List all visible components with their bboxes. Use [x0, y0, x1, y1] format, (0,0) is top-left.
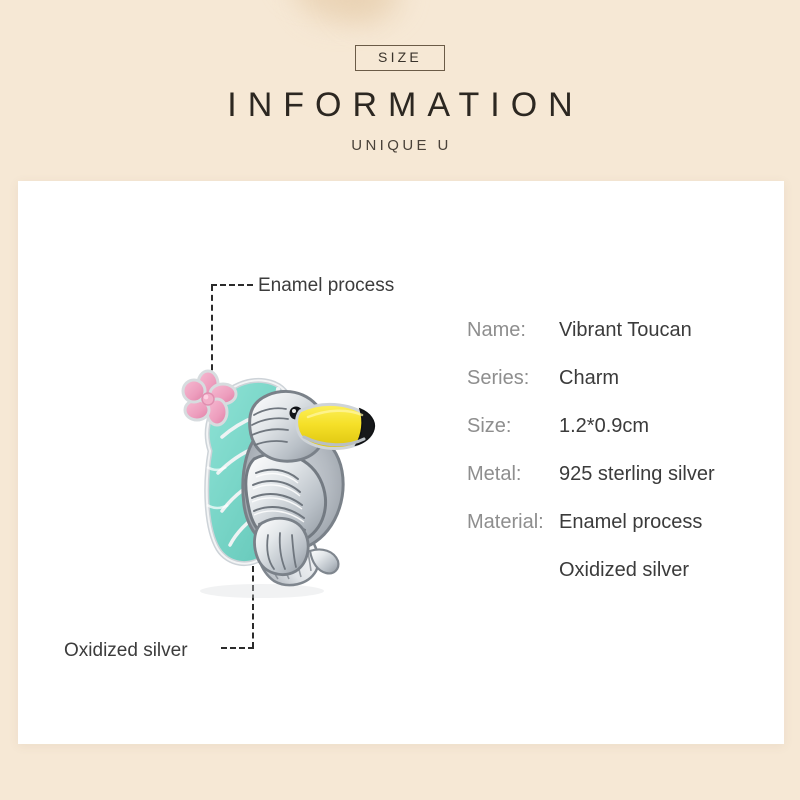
leader-line-oxidized-vertical — [252, 566, 254, 648]
spec-row-name: Name: Vibrant Toucan — [467, 320, 767, 368]
spec-label-metal: Metal: — [467, 463, 522, 485]
page-subtitle: UNIQUE U — [351, 137, 452, 155]
spec-row-series: Series: Charm — [467, 368, 767, 416]
spec-value-metal: 925 sterling silver — [559, 463, 715, 485]
leader-line-oxidized-horizontal — [221, 647, 254, 649]
enamel-flower — [181, 369, 238, 427]
spec-value-series: Charm — [559, 367, 620, 389]
spec-row-metal: Metal: 925 sterling silver — [467, 464, 767, 512]
toucan-charm-svg — [181, 369, 376, 598]
spec-label-size: Size: — [467, 415, 512, 437]
annotation-label-oxidized-silver: Oxidized silver — [64, 640, 188, 661]
spec-label-series: Series: — [467, 367, 530, 389]
charm-shadow — [200, 584, 324, 598]
toucan-lower-body — [253, 516, 310, 576]
spec-row-size: Size: 1.2*0.9cm — [467, 416, 767, 464]
spec-row-material: Material: Enamel process — [467, 512, 767, 560]
spec-label-name: Name: — [467, 319, 526, 341]
page-title: INFORMATION — [227, 86, 584, 125]
annotation-label-enamel-process: Enamel process — [258, 275, 395, 296]
spec-value-name: Vibrant Toucan — [559, 319, 692, 341]
beak-tip — [354, 407, 376, 447]
page-header: SIZE INFORMATION UNIQUE U — [0, 0, 800, 153]
information-card — [18, 181, 784, 744]
spec-value-size: 1.2*0.9cm — [559, 415, 650, 437]
enamel-beak — [295, 403, 376, 450]
spec-label-material: Material: — [467, 511, 544, 533]
size-badge: SIZE — [355, 45, 445, 72]
spec-row-material-second: Oxidized silver — [467, 560, 767, 608]
toucan-charm-image — [150, 355, 380, 605]
product-specification-list: Name: Vibrant Toucan Series: Charm Size:… — [467, 320, 767, 608]
leader-line-enamel-vertical — [211, 285, 213, 390]
spec-value-material: Enamel process — [559, 511, 703, 533]
spec-value-material-second: Oxidized silver — [559, 559, 690, 581]
leader-line-enamel-horizontal — [211, 284, 253, 286]
